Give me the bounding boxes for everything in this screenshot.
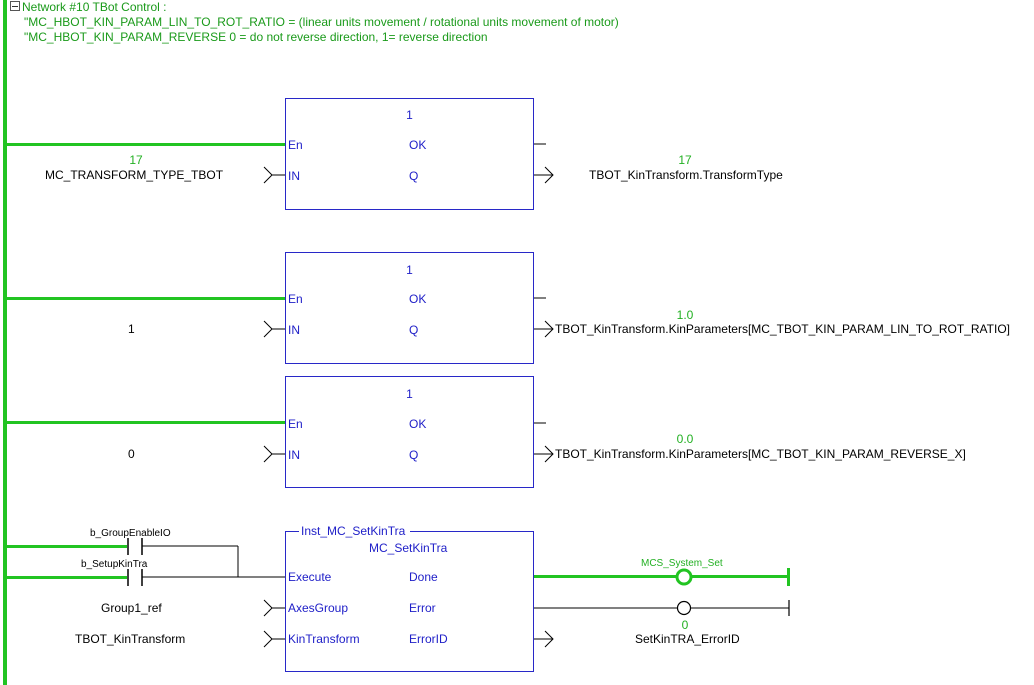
pin-q: Q	[409, 169, 419, 183]
block-number: 1	[406, 263, 413, 277]
pin-en: En	[288, 292, 303, 306]
pin-ok: OK	[409, 138, 427, 152]
pin-ok: OK	[409, 417, 427, 431]
output-variable[interactable]: TBOT_KinTransform.KinParameters[MC_TBOT_…	[555, 447, 966, 461]
pin-errorid: ErrorID	[409, 632, 448, 646]
error-id-variable[interactable]: SetKinTRA_ErrorID	[635, 632, 740, 646]
contact-setup-kintra-label[interactable]: b_SetupKinTra	[81, 559, 148, 570]
output-value: 1.0	[676, 308, 694, 322]
move-block-2[interactable]: 1 En IN OK Q	[285, 252, 534, 364]
rung-2-en	[5, 297, 286, 300]
coil-error	[676, 600, 692, 616]
collapse-network-icon[interactable]	[10, 1, 20, 11]
left-power-rail	[3, 0, 7, 685]
move-block-1[interactable]: 1 En IN OK Q	[285, 98, 534, 210]
network-comment-line2: "MC_HBOT_KIN_PARAM_REVERSE 0 = do not re…	[24, 30, 488, 44]
pin-kintransform: KinTransform	[288, 632, 360, 646]
done-wire-left	[533, 575, 676, 578]
rung-3-en	[5, 421, 286, 424]
done-wire-right	[692, 575, 788, 578]
kin-transform-variable[interactable]: TBOT_KinTransform	[75, 632, 186, 646]
fb-type-name: MC_SetKinTra	[369, 541, 448, 555]
coil1-right-rail	[787, 568, 790, 586]
pin-in: IN	[288, 169, 300, 183]
pin-q: Q	[409, 448, 419, 462]
output-variable[interactable]: TBOT_KinTransform.KinParameters[MC_TBOT_…	[555, 322, 1011, 336]
pin-en: En	[288, 138, 303, 152]
input-variable[interactable]: 1	[128, 322, 135, 336]
coil-mcs-system-set	[675, 568, 693, 586]
coil-mcs-system-set-label[interactable]: MCS_System_Set	[641, 558, 723, 569]
error-id-value: 0	[681, 618, 689, 632]
move-block-3[interactable]: 1 En IN OK Q	[285, 376, 534, 488]
block-number: 1	[406, 108, 413, 122]
contact-group-enable-label[interactable]: b_GroupEnableIO	[90, 528, 171, 539]
pin-done: Done	[409, 570, 438, 584]
pin-in: IN	[288, 448, 300, 462]
pin-q: Q	[409, 323, 419, 337]
input-variable[interactable]: 0	[128, 447, 135, 461]
input-variable[interactable]: MC_TRANSFORM_TYPE_TBOT	[45, 168, 224, 182]
network-title: Network #10 TBot Control :	[22, 0, 167, 14]
output-value: 17	[678, 153, 692, 167]
pin-ok: OK	[409, 292, 427, 306]
pin-en: En	[288, 417, 303, 431]
output-variable[interactable]: TBOT_KinTransform.TransformType	[589, 168, 783, 182]
pin-execute: Execute	[288, 570, 332, 584]
rung-4-contact2-wire	[5, 576, 127, 579]
input-value: 17	[129, 153, 143, 167]
rung-4-contact1-wire	[5, 545, 127, 548]
pin-in: IN	[288, 323, 300, 337]
fb-mc-setkintra[interactable]: Inst_MC_SetKinTra MC_SetKinTra Execute A…	[285, 524, 534, 672]
pin-error: Error	[409, 601, 436, 615]
network-comment-line1: "MC_HBOT_KIN_PARAM_LIN_TO_ROT_RATIO = (l…	[24, 15, 619, 29]
pin-axesgroup: AxesGroup	[288, 601, 349, 615]
output-value: 0.0	[676, 432, 694, 446]
fb-instance-name[interactable]: Inst_MC_SetKinTra	[300, 524, 407, 538]
rung-1-en	[5, 143, 286, 146]
axes-group-variable[interactable]: Group1_ref	[101, 601, 162, 615]
block-number: 1	[406, 387, 413, 401]
